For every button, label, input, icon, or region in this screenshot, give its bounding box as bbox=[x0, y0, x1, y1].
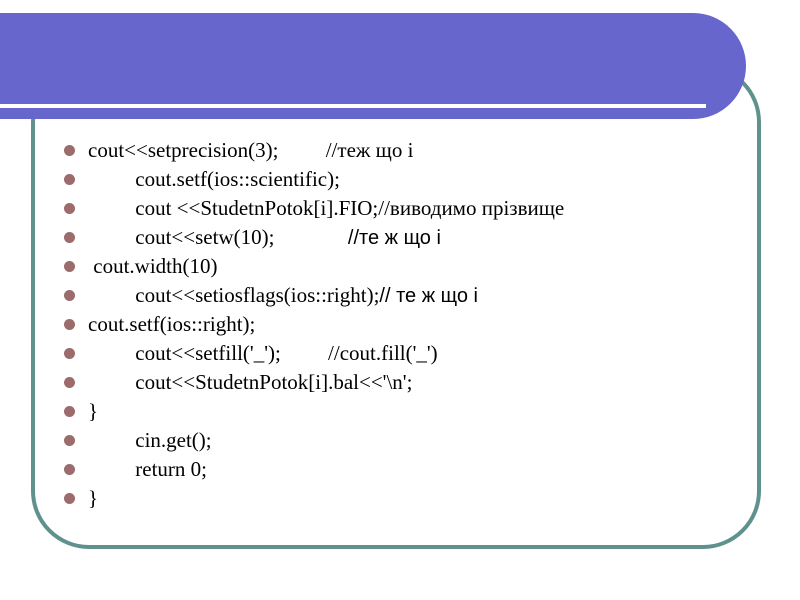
header-band bbox=[0, 13, 746, 119]
code-text: } bbox=[88, 486, 99, 510]
code-text: cout<<setprecision(3); //теж що і bbox=[88, 138, 414, 162]
code-text: cout.setf(ios::right); bbox=[88, 312, 256, 336]
code-line: cout<<setw(10); //те ж що і bbox=[0, 223, 740, 252]
code-text: } bbox=[88, 399, 99, 423]
code-line: cout<<setprecision(3); //теж що і bbox=[0, 136, 740, 165]
bullet-icon bbox=[64, 232, 75, 243]
code-line: cout<<setfill('_'); //cout.fill('_') bbox=[0, 339, 740, 368]
code-line: cout.setf(ios::right); bbox=[0, 310, 740, 339]
bullet-icon bbox=[64, 377, 75, 388]
bullet-icon bbox=[64, 290, 75, 301]
bullet-icon bbox=[64, 203, 75, 214]
bullet-icon bbox=[64, 348, 75, 359]
code-text: cout<<setw(10); bbox=[88, 225, 348, 249]
code-line: } bbox=[0, 484, 740, 513]
code-line: cout.width(10) bbox=[0, 252, 740, 281]
header-underline bbox=[0, 104, 706, 108]
code-text: cin.get(); bbox=[88, 428, 212, 452]
content-border-box bbox=[31, 64, 761, 549]
code-list: cout<<setprecision(3); //теж що і cout.s… bbox=[0, 136, 740, 513]
code-line: cout<<setiosflags(ios::right);// те ж що… bbox=[0, 281, 740, 310]
code-line: return 0; bbox=[0, 455, 740, 484]
bullet-icon bbox=[64, 493, 75, 504]
code-line: cout.setf(ios::scientific); bbox=[0, 165, 740, 194]
bullet-icon bbox=[64, 464, 75, 475]
bullet-icon bbox=[64, 406, 75, 417]
code-comment: // те ж що і bbox=[379, 285, 478, 307]
bullet-icon bbox=[64, 145, 75, 156]
code-line: cin.get(); bbox=[0, 426, 740, 455]
bullet-icon bbox=[64, 319, 75, 330]
code-text: return 0; bbox=[88, 457, 207, 481]
bullet-icon bbox=[64, 261, 75, 272]
code-text: cout.width(10) bbox=[88, 254, 218, 278]
code-line: } bbox=[0, 397, 740, 426]
code-text: cout<<setfill('_'); //cout.fill('_') bbox=[88, 341, 438, 365]
code-line: cout <<StudetnPotok[i].FIO;//виводимо пр… bbox=[0, 194, 740, 223]
bullet-icon bbox=[64, 435, 75, 446]
code-text: cout<<StudetnPotok[i].bal<<'\n'; bbox=[88, 370, 413, 394]
code-text: cout.setf(ios::scientific); bbox=[88, 167, 340, 191]
bullet-icon bbox=[64, 174, 75, 185]
code-text: cout <<StudetnPotok[i].FIO;//виводимо пр… bbox=[88, 196, 565, 220]
code-line: cout<<StudetnPotok[i].bal<<'\n'; bbox=[0, 368, 740, 397]
code-comment: //те ж що і bbox=[347, 227, 441, 249]
code-text: cout<<setiosflags(ios::right); bbox=[88, 283, 380, 307]
